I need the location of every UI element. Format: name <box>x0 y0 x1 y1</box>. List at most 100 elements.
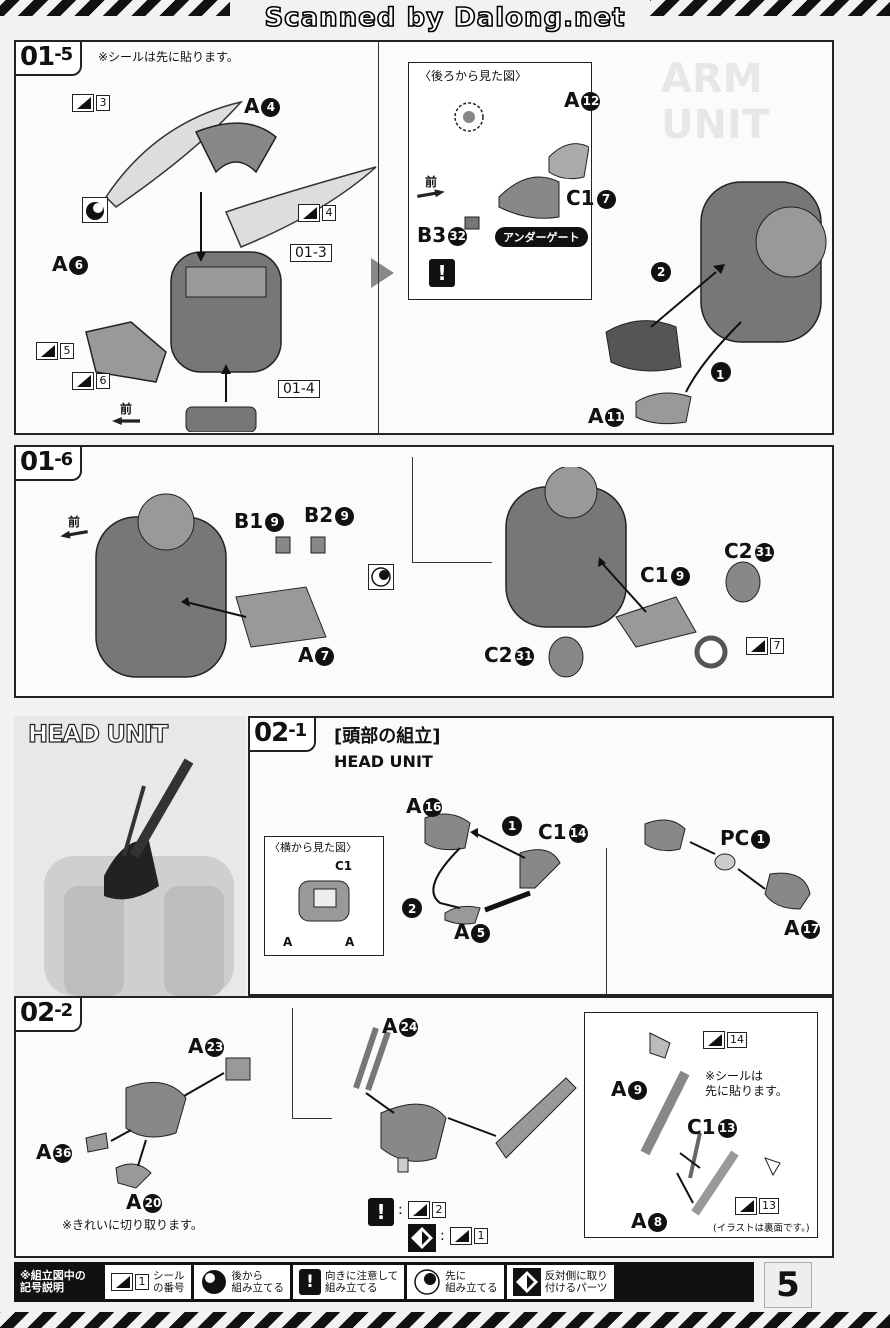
part-a16-shape <box>424 813 471 851</box>
sticker-6: 6 <box>72 372 110 390</box>
legend-opposite-side: 反対側に取り 付けるパーツ <box>506 1265 614 1299</box>
divider-vertical-01-6 <box>412 457 413 562</box>
side-view-label-a5: A <box>283 935 293 949</box>
side-view-callout: 〈横から見た図〉 C1 A A <box>264 836 384 956</box>
front-indicator: 前 <box>112 400 140 425</box>
rear-view-illustration <box>454 102 589 230</box>
assemble-first-icon <box>82 197 108 223</box>
part-c2-31-top <box>725 561 761 603</box>
part-a11-shape <box>605 320 682 372</box>
part-01-4-shape <box>185 406 257 432</box>
part-c2-31-bottom <box>548 636 584 678</box>
head-assembly-illustration <box>402 813 561 925</box>
sticker-13: 13 <box>735 1197 779 1215</box>
ring-part <box>694 635 728 669</box>
hazard-stripe-top-left <box>0 0 230 16</box>
part-a5-shape <box>444 905 481 925</box>
divider-horizontal-01-6 <box>412 562 492 563</box>
sticker-first-note: ※シールは先に貼ります。 <box>98 50 239 64</box>
reverse-side-note: (イラストは裏面です。) <box>713 1223 810 1234</box>
hazard-stripe-top-right <box>650 0 890 16</box>
step-marker-2: 2 <box>657 265 666 279</box>
assembly-illustration-01-5-right <box>605 181 827 425</box>
head-antenna-illustration <box>353 1027 577 1173</box>
divider-horizontal-02-2 <box>292 1118 332 1119</box>
sticker-2: 2 <box>408 1201 446 1219</box>
symbol-legend: ※組立図中の 記号説明 1 シール の番号 後から 組み立てる ! 向きに注意し… <box>14 1262 754 1302</box>
rear-view-front-indicator: 前 <box>417 173 445 198</box>
legend-sticker-number: 1 シール の番号 <box>105 1265 191 1299</box>
assembly-illustration-01-6-right <box>505 467 761 678</box>
part-a7-shape <box>235 586 327 648</box>
torso-detail <box>185 266 267 298</box>
head-assembly-jp-title: [頭部の組立] <box>334 726 441 747</box>
head-pc-illustration <box>644 819 811 910</box>
divider-vertical <box>378 42 379 434</box>
next-step-arrow <box>371 258 394 288</box>
divider-vertical-02-2 <box>292 1008 293 1118</box>
front-indicator-01-6: 前 <box>60 513 88 538</box>
assemble-later-icon <box>201 1270 226 1294</box>
assembly-illustration-01-6-left <box>95 493 327 678</box>
legend-assemble-later: 後から 組み立てる <box>193 1265 290 1299</box>
scan-banner: Scanned by Dalong.net <box>264 2 626 34</box>
sticker-5: 5 <box>36 342 74 360</box>
step-label-01-5: 01-5 <box>16 42 83 76</box>
head-unit-section-title: HEAD UNIT <box>27 719 168 748</box>
part-a11-small-shape <box>635 392 692 425</box>
head-left-illustration <box>85 1057 251 1189</box>
under-gate-badge: アンダーゲート <box>495 227 588 247</box>
page-number: 5 <box>764 1262 812 1308</box>
part-a4-shape <box>194 122 277 174</box>
legend-title: ※組立図中の 記号説明 <box>14 1265 102 1299</box>
colon-1: : <box>398 1202 403 1218</box>
sticker-3: 3 <box>72 94 110 112</box>
step-label-02-2: 02-2 <box>16 998 83 1032</box>
sticker-first-note-02-2: ※シールは 先に貼ります。 <box>705 1069 788 1098</box>
ref-label-01-4: 01-4 <box>278 380 320 398</box>
head-unit-photo-area: HEAD UNIT <box>14 716 246 996</box>
legend-assemble-first: 先に 組み立てる <box>407 1265 504 1299</box>
assemble-first-icon-01-6 <box>368 564 394 590</box>
bleed-through-text: ARM UNIT <box>661 56 770 148</box>
assembly-illustration-01-5 <box>85 100 377 432</box>
sticker-1: 1 <box>450 1227 488 1245</box>
assemble-first-icon-legend <box>414 1269 440 1295</box>
opposite-side-icon-legend <box>512 1268 541 1296</box>
side-view-title: 〈横から見た図〉 <box>269 841 357 854</box>
caution-icon: ! <box>429 259 455 287</box>
step-marker-1: 1 <box>716 368 725 382</box>
caution-icon-02-2: ! <box>368 1198 394 1226</box>
hazard-stripe-bottom <box>0 1312 890 1328</box>
sticker-4: 4 <box>298 204 336 222</box>
caution-icon-legend: ! <box>299 1269 321 1295</box>
part-c1-14-shape <box>519 849 561 889</box>
rear-view-title: 〈後ろから見た図〉 <box>419 69 528 83</box>
step-label-02-1: 02-1 <box>250 718 317 752</box>
sticker-7: 7 <box>746 637 784 655</box>
